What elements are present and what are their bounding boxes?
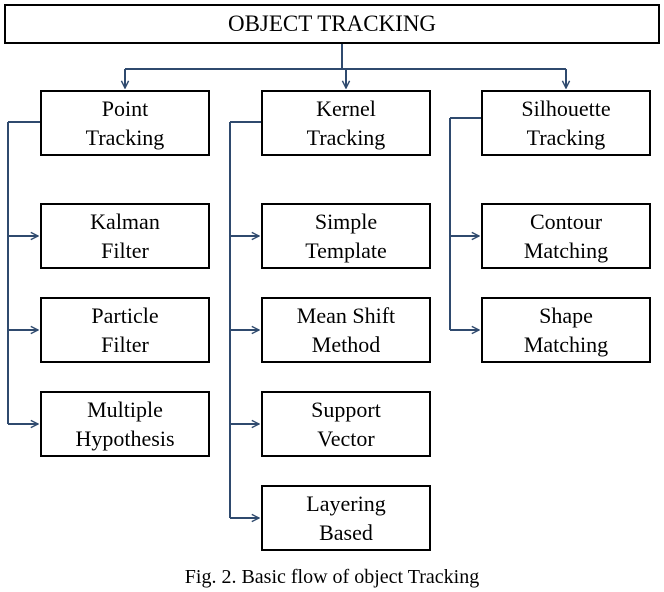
method-node-line1: Multiple bbox=[87, 397, 163, 422]
category-node-silhouette-tracking: Silhouette Tracking bbox=[481, 90, 651, 156]
method-node-line1: Support bbox=[311, 397, 381, 422]
method-node-particle-filter: Particle Filter bbox=[40, 297, 210, 363]
method-node-simple-template: Simple Template bbox=[261, 203, 431, 269]
method-node-line1: Particle bbox=[91, 303, 159, 328]
method-node-line1: Simple bbox=[314, 209, 378, 234]
method-node-line1: Shape bbox=[539, 303, 593, 328]
method-node-line2: Method bbox=[311, 332, 381, 357]
method-node-line1: Layering bbox=[306, 491, 386, 516]
method-node-multiple-hypothesis: Multiple Hypothesis bbox=[40, 391, 210, 457]
method-node-kalman-filter: Kalman Filter bbox=[40, 203, 210, 269]
root-node-label: OBJECT TRACKING bbox=[227, 11, 437, 36]
category-node-line1: Silhouette bbox=[521, 96, 611, 121]
figure-caption: Fig. 2. Basic flow of object Tracking bbox=[184, 566, 480, 588]
method-node-line2: Filter bbox=[101, 238, 149, 263]
method-node-support-vector: Support Vector bbox=[261, 391, 431, 457]
method-node-layering-based: Layering Based bbox=[261, 485, 431, 551]
method-node-contour-matching: Contour Matching bbox=[481, 203, 651, 269]
category-node-line1: Point bbox=[101, 96, 149, 121]
method-node-line1: Contour bbox=[529, 209, 603, 234]
category-node-point-tracking: Point Tracking bbox=[40, 90, 210, 156]
method-node-line2: Matching bbox=[523, 238, 609, 263]
method-node-line2: Hypothesis bbox=[75, 426, 175, 451]
category-node-line2: Tracking bbox=[306, 125, 386, 150]
method-node-line2: Based bbox=[319, 520, 373, 545]
method-node-line1: Kalman bbox=[90, 209, 160, 234]
method-node-shape-matching: Shape Matching bbox=[481, 297, 651, 363]
category-node-line1: Kernel bbox=[316, 96, 376, 121]
method-node-line1: Mean Shift bbox=[296, 303, 396, 328]
category-node-kernel-tracking: Kernel Tracking bbox=[261, 90, 431, 156]
category-node-line2: Tracking bbox=[526, 125, 606, 150]
root-node-object-tracking: OBJECT TRACKING bbox=[4, 4, 660, 44]
method-node-mean-shift-method: Mean Shift Method bbox=[261, 297, 431, 363]
category-node-line2: Tracking bbox=[85, 125, 165, 150]
method-node-line2: Matching bbox=[523, 332, 609, 357]
method-node-line2: Vector bbox=[317, 426, 375, 451]
method-node-line2: Template bbox=[305, 238, 387, 263]
method-node-line2: Filter bbox=[101, 332, 149, 357]
